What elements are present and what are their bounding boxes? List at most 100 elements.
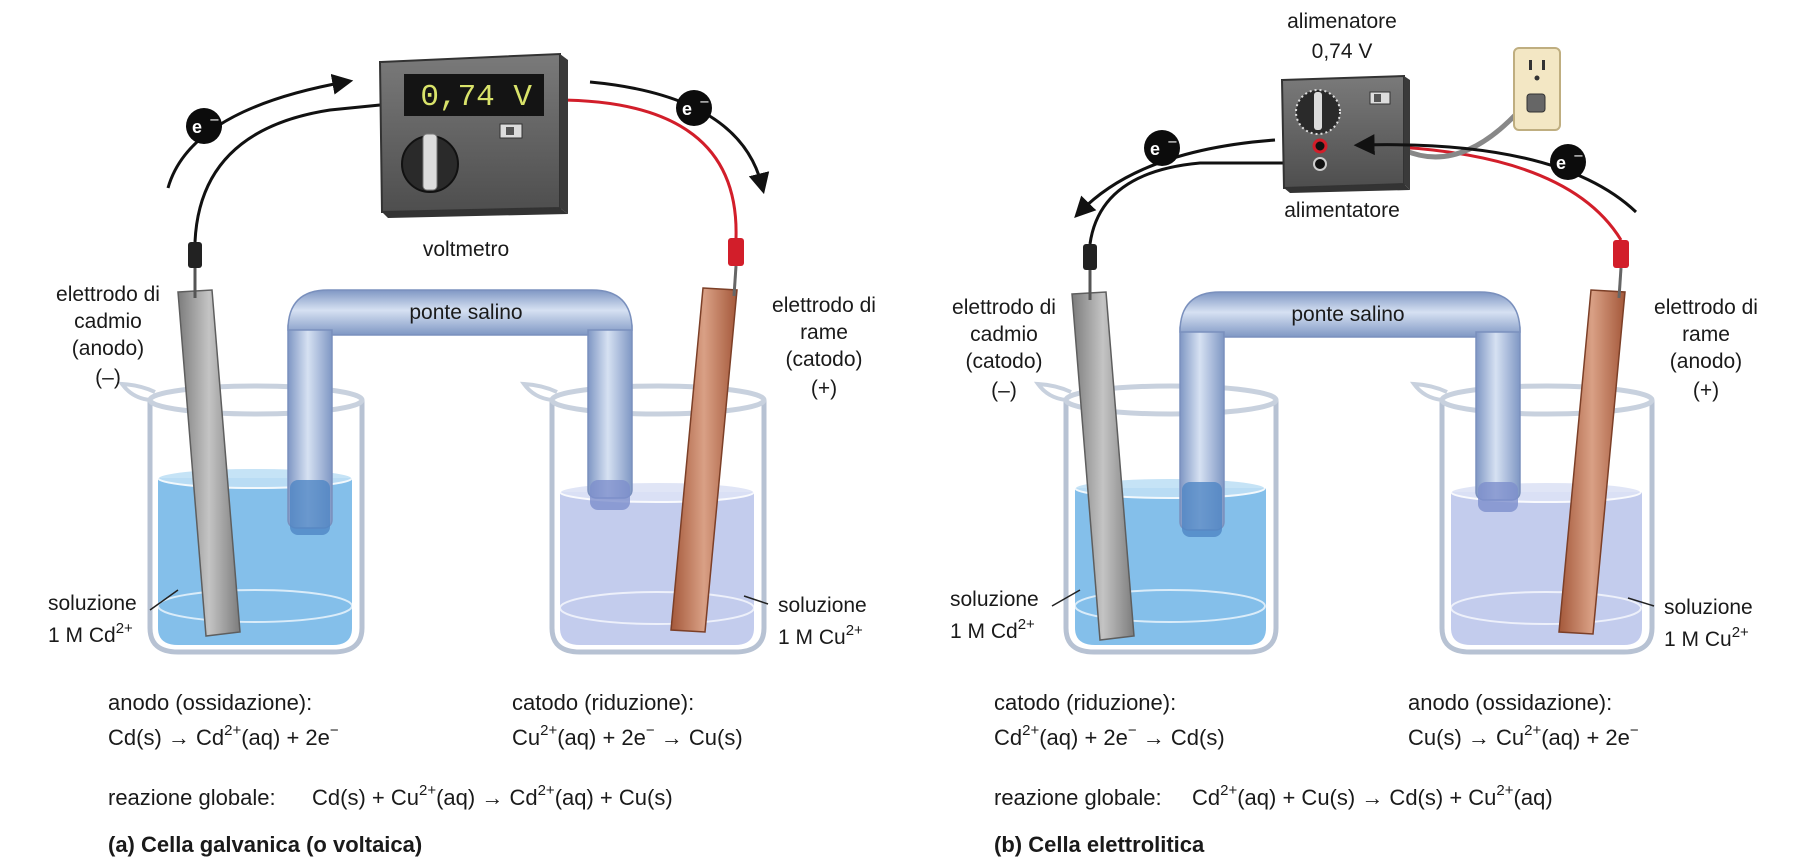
cu-solution-label-b: soluzione 1 M Cu2+ [1627,596,1753,651]
overall-reaction-b: reazione globale: Cd2+(aq) + Cu(s) → Cd(… [994,782,1553,810]
cadmium-electrode-b [1071,291,1135,641]
svg-text:Cd2+(aq) + Cu(s) → Cd(s) + Cu2: Cd2+(aq) + Cu(s) → Cd(s) + Cu2+(aq) [1192,782,1553,810]
svg-text:soluzione: soluzione [48,592,137,615]
svg-text:soluzione: soluzione [1664,596,1753,619]
clip-right-b [1613,240,1629,299]
svg-text:1 M Cd2+: 1 M Cd2+ [950,616,1035,643]
electron-flow-arrow-left-a [166,73,354,189]
clip-left-a [188,242,202,298]
svg-text:(+): (+) [1693,379,1719,402]
cd-solution-label-a: soluzione 1 M Cd2+ [48,589,179,647]
svg-text:−: − [209,113,220,128]
svg-text:elettrodo di: elettrodo di [772,294,876,317]
svg-text:(–): (–) [95,366,121,389]
clip-left-b [1083,244,1097,300]
svg-text:(–): (–) [991,379,1017,402]
cathode-beaker-b [1033,381,1279,655]
supply-title: alimenatore [1287,10,1397,33]
svg-text:1 M Cd2+: 1 M Cd2+ [48,620,133,647]
svg-text:e: e [1556,153,1566,173]
panel-a-galvanic-cell: 0,74 V voltmetro e − e − ponte salino el… [48,52,876,857]
svg-text:(catodo): (catodo) [965,350,1042,373]
copper-electrode-label-a: elettrodo di rame (catodo) (+) [772,294,876,400]
negative-terminal-icon [1313,157,1327,171]
cd-solution-label-b: soluzione 1 M Cd2+ [950,588,1081,643]
svg-text:elettrodo di: elettrodo di [56,283,160,306]
cu-solution-b [1451,492,1642,645]
cadmium-electrode-a [177,289,241,637]
salt-bridge-label-b: ponte salino [1291,303,1404,326]
voltmeter-reading: 0,74 V [420,80,532,115]
svg-text:Cd2+(aq) + 2e− → Cd(s): Cd2+(aq) + 2e− → Cd(s) [994,722,1225,750]
electron-badge-left-a: e − [186,108,222,144]
caption-b: (b) Cella elettrolitica [994,832,1205,857]
electron-flow-arrow-right-a [589,80,770,195]
salt-bridge-label-a: ponte salino [409,301,522,324]
svg-text:(anodo): (anodo) [1670,350,1742,373]
svg-text:Cu2+(aq) + 2e− → Cu(s): Cu2+(aq) + 2e− → Cu(s) [512,722,743,750]
electron-badge-right-b: e − [1550,144,1586,180]
wall-outlet-icon [1513,47,1561,131]
electron-badge-left-b: e − [1144,130,1180,166]
svg-text:cadmio: cadmio [970,323,1038,346]
svg-text:Cd(s) → Cd2+(aq) + 2e−: Cd(s) → Cd2+(aq) + 2e− [108,722,339,750]
svg-text:catodo (riduzione):: catodo (riduzione): [994,690,1176,715]
electron-badge-right-a: e − [676,90,712,126]
wire-black-a [193,103,381,243]
cathode-beaker [519,381,767,655]
cathode-half-reaction-b: catodo (riduzione): Cd2+(aq) + 2e− → Cd(… [994,690,1225,750]
svg-text:catodo (riduzione):: catodo (riduzione): [512,690,694,715]
svg-text:soluzione: soluzione [950,588,1039,611]
overall-reaction-a: reazione globale: Cd(s) + Cu2+(aq) → Cd2… [108,782,673,810]
svg-text:elettrodo di: elettrodo di [1654,296,1758,319]
voltmeter: 0,74 V [378,52,568,218]
wire-black-b [1088,161,1316,245]
electron-flow-arrow-right-b [1353,134,1638,214]
cathode-half-reaction-a: catodo (riduzione): Cu2+(aq) + 2e− → Cu(… [512,690,743,750]
voltmeter-display [404,74,544,116]
svg-text:elettrodo di: elettrodo di [952,296,1056,319]
salt-bridge-a [287,289,633,535]
svg-text:reazione globale:: reazione globale: [108,785,276,810]
anode-beaker-b [1409,381,1655,655]
svg-text:1 M Cu2+: 1 M Cu2+ [778,622,863,649]
svg-text:soluzione: soluzione [778,594,867,617]
svg-text:e: e [1150,139,1160,159]
panel-b-electrolytic-cell: alimenatore 0,74 V alimentatore e − e − … [950,10,1758,857]
clip-right-a [728,238,744,297]
svg-text:Cu(s) → Cu2+(aq) + 2e−: Cu(s) → Cu2+(aq) + 2e− [1408,722,1639,750]
positive-terminal-icon [1312,138,1328,154]
svg-text:e: e [192,117,202,137]
svg-text:reazione globale:: reazione globale: [994,785,1162,810]
svg-text:(anodo): (anodo) [72,337,144,360]
svg-text:(+): (+) [811,377,837,400]
svg-text:cadmio: cadmio [74,310,142,333]
cu-solution [560,492,754,645]
svg-text:anodo (ossidazione):: anodo (ossidazione): [108,690,312,715]
supply-value: 0,74 V [1312,40,1373,63]
svg-text:anodo (ossidazione):: anodo (ossidazione): [1408,690,1612,715]
cadmium-electrode-label-b: elettrodo di cadmio (catodo) (–) [952,296,1056,402]
voltmeter-label: voltmetro [423,238,509,261]
svg-text:1 M Cu2+: 1 M Cu2+ [1664,624,1749,651]
copper-electrode-a [670,287,738,633]
supply-label: alimentatore [1284,199,1400,222]
svg-text:−: − [1167,135,1178,150]
svg-text:−: − [1573,149,1584,164]
anode-half-reaction-a: anodo (ossidazione): Cd(s) → Cd2+(aq) + … [108,690,339,750]
salt-bridge-b [1179,291,1521,537]
caption-a: (a) Cella galvanica (o voltaica) [108,832,422,857]
svg-text:(catodo): (catodo) [785,348,862,371]
svg-text:rame: rame [1682,323,1730,346]
cadmium-electrode-label-a: elettrodo di cadmio (anodo) (–) [56,283,160,389]
copper-electrode-label-b: elettrodo di rame (anodo) (+) [1654,296,1758,402]
svg-text:Cd(s) + Cu2+(aq) → Cd2+(aq) +: Cd(s) + Cu2+(aq) → Cd2+(aq) + Cu(s) [312,782,673,810]
copper-electrode-b [1558,289,1626,635]
svg-text:e: e [682,99,692,119]
svg-text:−: − [699,95,710,110]
anode-half-reaction-b: anodo (ossidazione): Cu(s) → Cu2+(aq) + … [1408,690,1639,750]
wire-red-a [555,98,738,239]
cu-solution-label-a: soluzione 1 M Cu2+ [743,594,867,649]
power-supply [1280,74,1410,193]
